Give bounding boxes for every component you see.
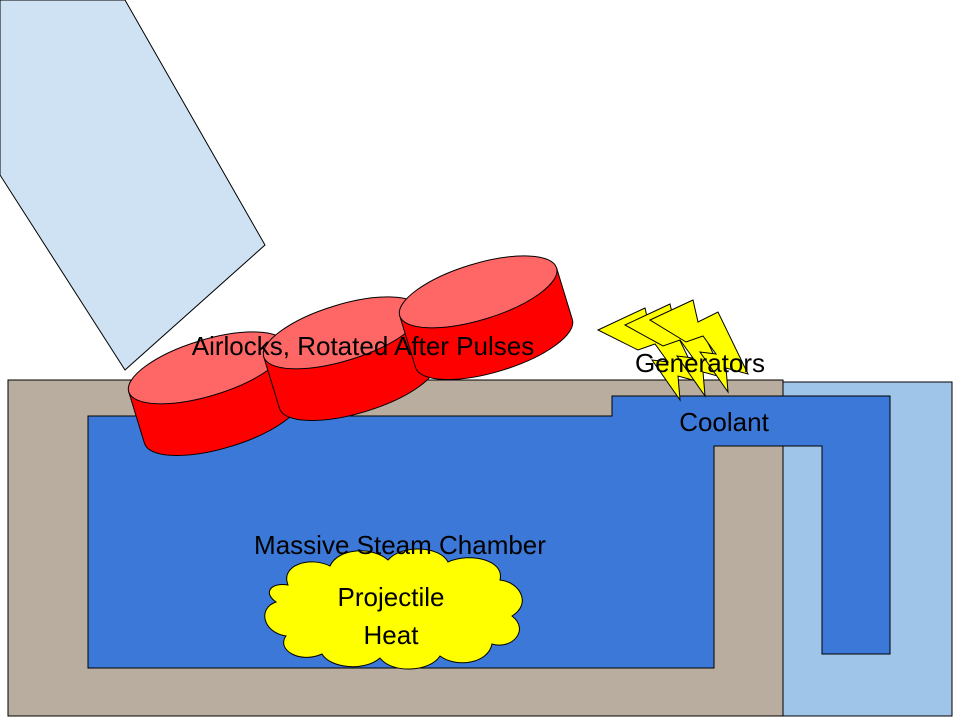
airlock-cylinder-3 xyxy=(398,255,574,380)
airlocks-label: Airlocks, Rotated After Pulses xyxy=(192,331,534,361)
heat-cloud xyxy=(264,548,523,670)
chamber-label: Massive Steam Chamber xyxy=(254,530,546,560)
lightning-icon xyxy=(596,299,749,402)
heat-label-line2: Heat xyxy=(364,620,420,650)
launch-barrel xyxy=(0,0,266,371)
heat-label-line1: Projectile xyxy=(338,582,445,612)
coolant-label: Coolant xyxy=(679,407,769,437)
generators-label: Generators xyxy=(635,348,765,378)
